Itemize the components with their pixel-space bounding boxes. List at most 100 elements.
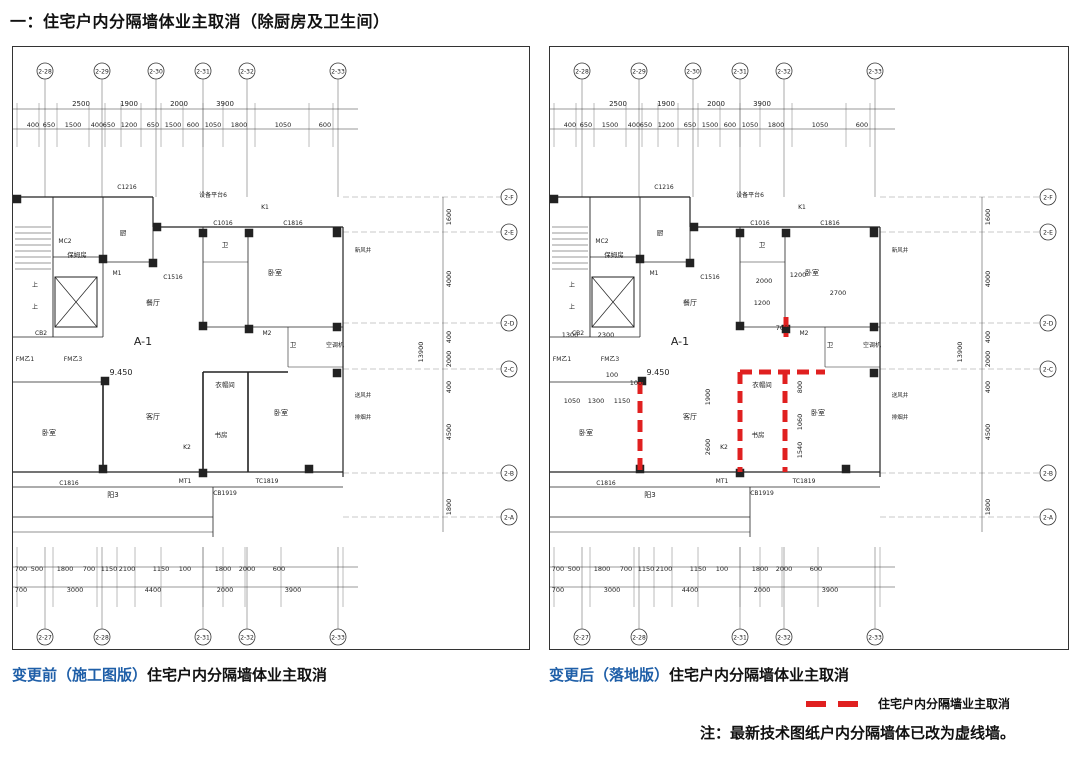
- dimension-top-1: 1900: [657, 100, 675, 108]
- plan-wall: [13, 194, 22, 204]
- dimension-right: 1800: [445, 499, 453, 516]
- dimension-top-2: 400: [564, 121, 576, 129]
- grid-bubble-top-label: 2-30: [686, 69, 700, 76]
- dimension-bottom-1: 2000: [776, 565, 793, 573]
- room-label: 卫: [759, 241, 766, 249]
- unit-label: A-1: [671, 335, 689, 348]
- red-dashed-line-icon: [806, 700, 858, 707]
- caption-after: 变更后（落地版）住宅户内分隔墙体业主取消: [549, 664, 849, 685]
- room-label: 卧室: [274, 408, 288, 417]
- dimension-bottom-1: 2100: [656, 565, 673, 573]
- door-window-tag: CB1919: [750, 490, 774, 497]
- caption-before-prefix: 变更前（施工图版）: [12, 666, 148, 684]
- grid-bubble-right-label: 2-C: [1043, 367, 1053, 374]
- elevator-cross: [591, 276, 635, 328]
- plan-wall: [244, 324, 254, 334]
- door-window-tag: K1: [798, 204, 806, 211]
- door-window-tag: 空调机: [863, 341, 881, 349]
- plan-wall: [841, 464, 851, 474]
- room-label: 阳3: [107, 490, 118, 499]
- door-window-tag: CB1919: [213, 490, 237, 497]
- dimension-bottom-1: 2100: [119, 565, 136, 573]
- dimension-right: 1600: [445, 209, 453, 226]
- grid-bubble-bottom-label: 2-31: [196, 635, 210, 642]
- door-window-tag: C1816: [596, 480, 616, 487]
- dimension-extra: 2300: [598, 331, 615, 339]
- dimension-right: 400: [445, 331, 453, 343]
- plan-wall: [685, 258, 695, 268]
- dimension-top-2: 400: [628, 121, 640, 129]
- room-label: 餐厅: [683, 298, 697, 307]
- dimension-top-2: 1050: [812, 121, 829, 129]
- door-window-tag: CB2: [572, 330, 584, 337]
- grid-bubble-top-label: 2-33: [331, 69, 345, 76]
- dimension-right: 2000: [445, 351, 453, 368]
- door-window-tag: 设备平台6: [199, 191, 227, 199]
- room-label: 排烟井: [892, 413, 909, 421]
- plan-wall: [735, 228, 745, 238]
- plan-wall: [98, 254, 108, 264]
- dimension-bottom-1: 1800: [57, 565, 74, 573]
- dimension-right-total: 13900: [417, 342, 425, 363]
- dimension-top-2: 1200: [121, 121, 138, 129]
- dimension-bottom-1: 700: [620, 565, 632, 573]
- dimension-extra: 2700: [830, 289, 847, 297]
- note: 注：最新技术图纸户内分隔墙体已改为虚线墙。: [700, 724, 1016, 742]
- page-title: 一：住宅户内分隔墙体业主取消（除厨房及卫生间）: [10, 12, 390, 31]
- dimension-bottom-1: 1150: [638, 565, 655, 573]
- dimension-bottom-1: 500: [31, 565, 43, 573]
- dimension-top-2: 1500: [702, 121, 719, 129]
- door-window-tag: K2: [720, 444, 728, 451]
- plan-wall: [198, 228, 208, 238]
- door-window-tag: TC1819: [792, 478, 816, 485]
- room-label: 卫: [827, 341, 834, 349]
- dimension-top-2: 1800: [768, 121, 785, 129]
- grid-bubble-top-label: 2-32: [240, 69, 254, 76]
- grid-bubble-top-label: 2-29: [632, 69, 646, 76]
- grid-bubble-right-circle: [1039, 188, 1057, 206]
- dimension-extra: 1050: [564, 397, 581, 405]
- door-window-tag: FM乙1: [553, 356, 572, 363]
- dimension-bottom-2: 3900: [285, 586, 302, 594]
- dimension-top-2: 650: [147, 121, 159, 129]
- room-label: 客厅: [683, 412, 697, 421]
- dimension-extra: 1900: [704, 389, 712, 406]
- dimension-bottom-2: 4400: [682, 586, 699, 594]
- level-label: 9.450: [647, 368, 670, 377]
- door-window-tag: 设备平台6: [736, 191, 764, 199]
- dimension-top-2: 650: [103, 121, 115, 129]
- room-label: 排烟井: [355, 413, 372, 421]
- plan-wall: [869, 368, 879, 378]
- dimension-top-2: 400: [91, 121, 103, 129]
- room-label: 卫: [290, 341, 297, 349]
- dimension-top-1: 3900: [216, 100, 234, 108]
- door-window-tag: MT1: [179, 478, 192, 485]
- elevator-cross: [54, 276, 98, 328]
- room-label: 卫: [222, 241, 229, 249]
- door-window-tag: M1: [113, 270, 122, 277]
- plan-wall: [869, 226, 879, 238]
- door-window-tag: FM乙3: [601, 356, 620, 363]
- dimension-top-2: 600: [187, 121, 199, 129]
- grid-bubble-bottom-label: 2-33: [868, 635, 882, 642]
- grid-bubble-top-label: 2-29: [95, 69, 109, 76]
- dimension-right-total: 13900: [956, 342, 964, 363]
- grid-bubble-right-label: 2-B: [1043, 471, 1053, 478]
- plan-wall: [100, 376, 110, 386]
- dimension-right: 1600: [984, 209, 992, 226]
- dimension-extra: 1200: [790, 271, 807, 279]
- grid-bubble-right-label: 2-D: [1043, 321, 1054, 328]
- dimension-bottom-1: 700: [83, 565, 95, 573]
- dimension-right: 400: [984, 381, 992, 393]
- grid-bubble-bottom-label: 2-32: [240, 635, 254, 642]
- door-window-tag: C1516: [163, 274, 183, 281]
- unit-label: A-1: [134, 335, 152, 348]
- room-label: 上: [32, 281, 38, 289]
- door-window-tag: C1216: [654, 184, 674, 191]
- dimension-extra: 700: [776, 324, 788, 332]
- room-label: 书房: [215, 430, 228, 439]
- plan-wall: [152, 222, 162, 232]
- dimension-extra: 1200: [754, 299, 771, 307]
- grid-bubble-top-label: 2-28: [575, 69, 589, 76]
